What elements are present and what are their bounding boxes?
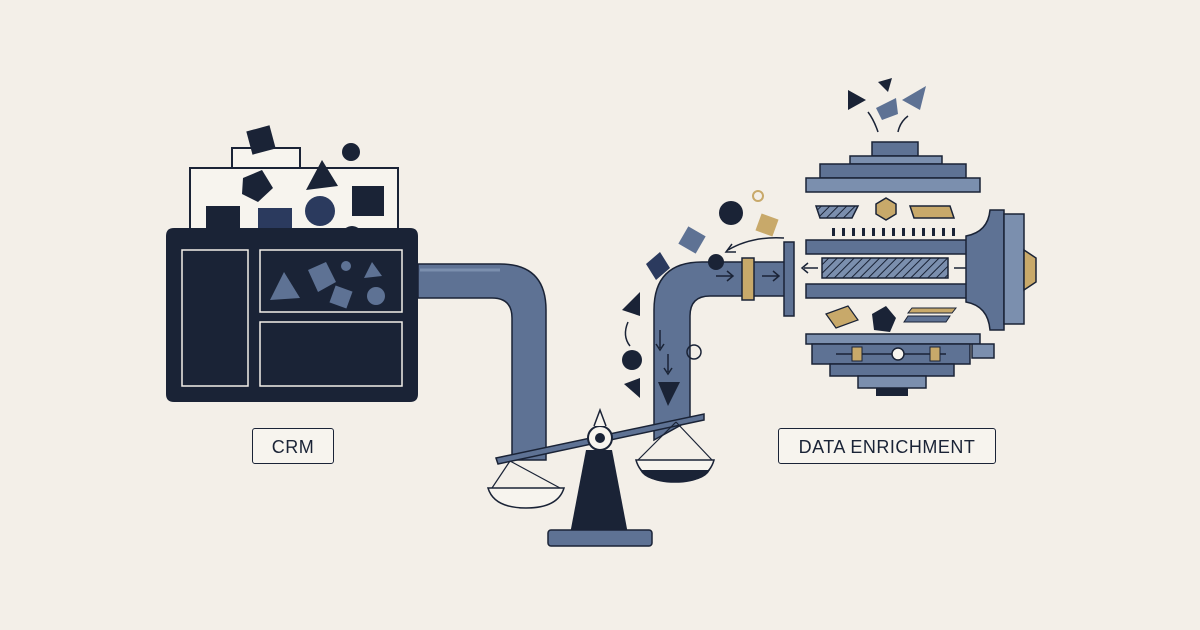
flying-diamond <box>646 252 670 280</box>
arrow-icon-5 <box>800 262 818 274</box>
scale-post <box>570 450 628 534</box>
output-triangle <box>848 90 866 110</box>
crm-compartment-bottom <box>259 321 403 387</box>
flying-ring-2 <box>686 344 702 360</box>
left-scale-pan <box>486 487 566 509</box>
flying-circle-2 <box>622 350 642 370</box>
pipe-flange <box>783 241 795 317</box>
machine-upper-press <box>805 239 981 255</box>
machine-teeth <box>832 228 955 236</box>
machine-top-ring <box>805 177 981 193</box>
scale-top-cap <box>593 407 607 427</box>
right-pan-contents <box>640 470 710 482</box>
crm-inner-triangle-2 <box>364 262 382 278</box>
crm-inner-triangle <box>270 272 300 300</box>
flying-shapes <box>622 190 785 398</box>
crm-compartment-left <box>181 249 249 387</box>
arrow-icon <box>655 330 665 352</box>
enrichment-machine-icon <box>800 78 1037 396</box>
machine-block-hatch <box>814 205 860 219</box>
output-stream-line-2 <box>897 115 909 133</box>
arrow-icon-3 <box>716 270 735 282</box>
crm-label: CRM <box>252 428 334 464</box>
machine-pentagon <box>872 306 896 332</box>
machine-core <box>821 257 949 279</box>
pipe-icon-right <box>653 241 795 442</box>
flow-curve-arrowhead <box>724 243 736 253</box>
crm-box-icon <box>166 125 418 402</box>
flying-triangle-2 <box>624 378 640 398</box>
right-pan-string-2 <box>675 421 713 461</box>
machine-base-step <box>829 363 955 377</box>
flying-gold-square <box>755 213 779 237</box>
output-shape <box>878 78 892 92</box>
crm-inner-circle <box>367 287 385 305</box>
machine-lower-press <box>805 283 981 299</box>
flying-ring <box>752 190 764 202</box>
left-pipe <box>417 263 547 461</box>
output-stream-line <box>867 111 879 133</box>
left-pan-string <box>491 460 511 489</box>
left-pan-string-2 <box>509 460 561 489</box>
crm-box-body <box>166 228 418 402</box>
machine-gold-pin <box>851 346 863 362</box>
machine-top-cap <box>871 141 919 157</box>
machine-gold-pin-2 <box>929 346 941 362</box>
output-triangle-2 <box>902 86 926 110</box>
flying-square <box>678 226 706 254</box>
flying-dot <box>708 254 724 270</box>
machine-slab-gold <box>906 307 958 314</box>
crm-inner-diamond <box>308 262 336 292</box>
flow-curve <box>727 237 785 251</box>
crm-pentagon-shape <box>242 170 273 202</box>
machine-gold-bar <box>908 205 956 219</box>
flow-curve-2 <box>624 321 631 347</box>
crm-compartment-top <box>259 249 403 313</box>
crm-square-shape <box>246 125 276 155</box>
pipe-icon <box>417 263 547 461</box>
machine-wheel <box>891 347 905 361</box>
scale-base <box>547 529 653 547</box>
crm-circle-shape-2 <box>305 196 335 226</box>
arrow-icon-2 <box>663 354 673 376</box>
crm-inner-square <box>329 285 353 309</box>
machine-side-housing <box>1003 213 1025 325</box>
pipe-flange-gold <box>741 257 755 301</box>
crm-square-shape-2 <box>352 186 384 216</box>
crm-paper-tab <box>231 147 301 171</box>
output-diamond <box>876 98 898 120</box>
crm-triangle-shape <box>306 160 338 190</box>
right-pipe <box>653 261 791 442</box>
machine-nozzle <box>965 209 1005 331</box>
machine-cube <box>875 197 897 221</box>
data-enrichment-label: DATA ENRICHMENT <box>778 428 996 464</box>
machine-bottom-side <box>971 343 995 359</box>
crm-circle-shape <box>342 143 360 161</box>
crm-inner-dot <box>341 261 351 271</box>
machine-bottom-ring <box>805 333 981 345</box>
machine-slab <box>903 315 951 323</box>
flying-triangle <box>622 292 640 316</box>
flying-circle <box>719 201 743 225</box>
balance-scale-icon <box>486 407 715 547</box>
machine-base-step-2 <box>857 375 927 389</box>
scale-pivot-center <box>595 433 605 443</box>
right-pan-string <box>637 421 677 461</box>
machine-side-knob <box>1023 248 1037 292</box>
machine-foot <box>876 388 908 396</box>
machine-top-step <box>849 155 943 165</box>
machine-gold-diamond <box>825 305 859 329</box>
machine-top-plate <box>819 163 967 179</box>
arrow-icon-4 <box>762 270 781 282</box>
pipe-triangle-shape <box>658 382 680 406</box>
